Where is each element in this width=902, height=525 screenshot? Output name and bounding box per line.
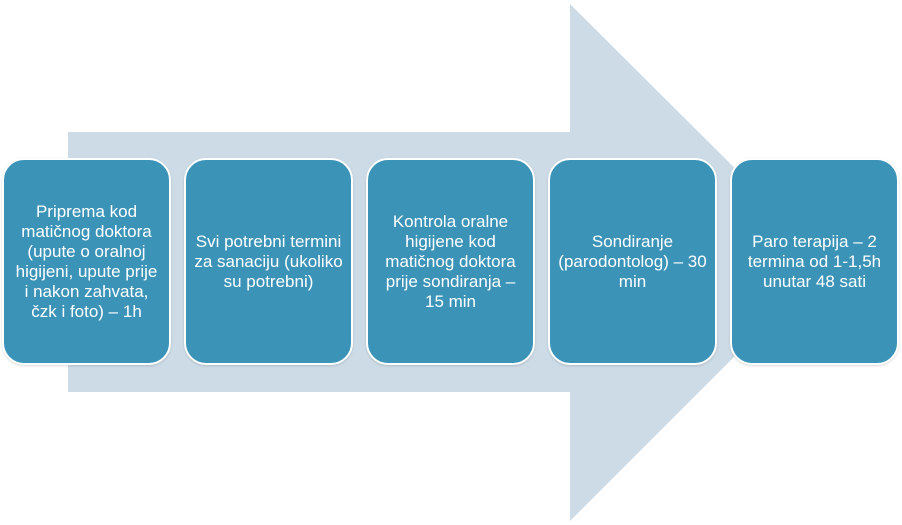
step-1-label: Priprema kod matičnog doktora (upute o o… <box>15 201 158 321</box>
step-3-box: Kontrola oralne higijene kod matičnog do… <box>366 158 535 365</box>
step-5-label: Paro terapija – 2 termina od 1-1,5h unut… <box>747 231 882 291</box>
step-2-box: Svi potrebni termini za sanaciju (ukolik… <box>184 158 353 365</box>
step-4-box: Sondiranje (parodontolog) – 30 min <box>548 158 717 365</box>
step-3-label: Kontrola oralne higijene kod matičnog do… <box>385 211 516 311</box>
step-5-box: Paro terapija – 2 termina od 1-1,5h unut… <box>730 158 899 365</box>
step-4-label: Sondiranje (parodontolog) – 30 min <box>558 231 707 291</box>
step-2-label: Svi potrebni termini za sanaciju (ukolik… <box>194 231 343 291</box>
step-1-box: Priprema kod matičnog doktora (upute o o… <box>2 158 171 365</box>
